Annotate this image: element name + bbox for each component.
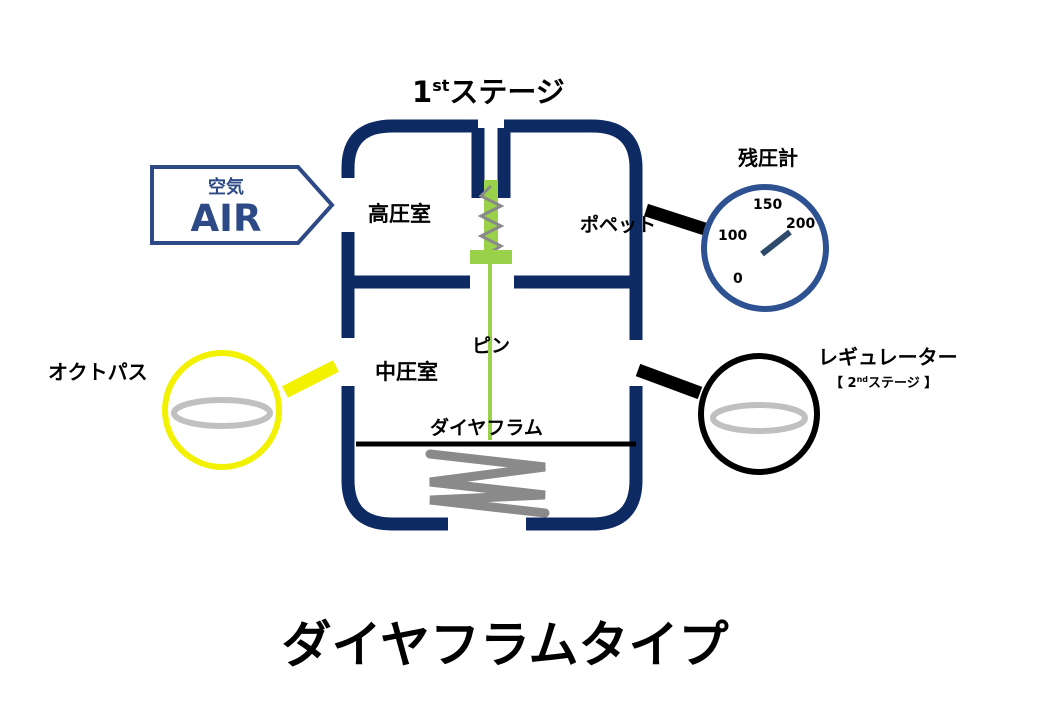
gauge-tick-0: 0 (733, 271, 743, 287)
first-stage-body (341, 119, 643, 531)
stage-title-main: 1 (412, 75, 432, 109)
regulator-sublabel: 【 2ndステージ 】 (830, 375, 937, 391)
pin-label: ピン (472, 335, 510, 357)
body-top-right-wall (504, 119, 643, 340)
stage-title: 1stステージ (412, 75, 565, 109)
pin-rod (488, 264, 492, 440)
poppet-assembly (470, 180, 512, 440)
air-arrow-shape (150, 165, 335, 245)
air-arrow: 空気 AIR (150, 165, 335, 245)
air-arrow-big-label: AIR (191, 197, 262, 240)
footer-title: ダイヤフラムタイプ (282, 616, 729, 674)
gauge-tick-200: 200 (786, 216, 815, 232)
poppet-label: ポペット (580, 213, 656, 236)
regulator-label: レギュレーター (818, 345, 958, 369)
regulator-housing (698, 353, 820, 475)
poppet-seat (470, 250, 512, 264)
gauge-connector (644, 203, 710, 237)
stage-title-sup: st (432, 76, 450, 95)
stage-title-rest: ステージ (449, 75, 564, 109)
octopus-label: オクトパス (48, 360, 148, 384)
octopus-housing (162, 350, 282, 470)
second-stage-regulator: レギュレーター 【 2ndステージ 】 (635, 345, 958, 475)
gauge-tick-100: 100 (718, 228, 747, 244)
mid-pressure-chamber-label: 中圧室 (375, 360, 438, 384)
high-pressure-chamber-label: 高圧室 (368, 202, 431, 226)
gauge-tick-150: 150 (753, 197, 782, 213)
body-top-left-wall (341, 119, 478, 178)
diaphragm-label: ダイヤフラム (430, 416, 543, 439)
gauge-title: 残圧計 (738, 146, 798, 170)
body-bottom-right-wall (526, 386, 643, 531)
octopus-ring (171, 397, 273, 429)
pressure-gauge: 0 100 150 200 残圧計 (644, 146, 829, 312)
octopus: オクトパス (48, 350, 339, 470)
air-arrow-small-label: 空気 (208, 176, 244, 198)
body-bottom-left-wall (341, 386, 448, 531)
poppet-spring (477, 184, 505, 254)
octopus-hose (282, 360, 339, 398)
main-spring (425, 449, 550, 518)
gauge-needle (760, 229, 792, 257)
regulator-hose (635, 363, 703, 400)
regulator-ring (710, 402, 808, 434)
